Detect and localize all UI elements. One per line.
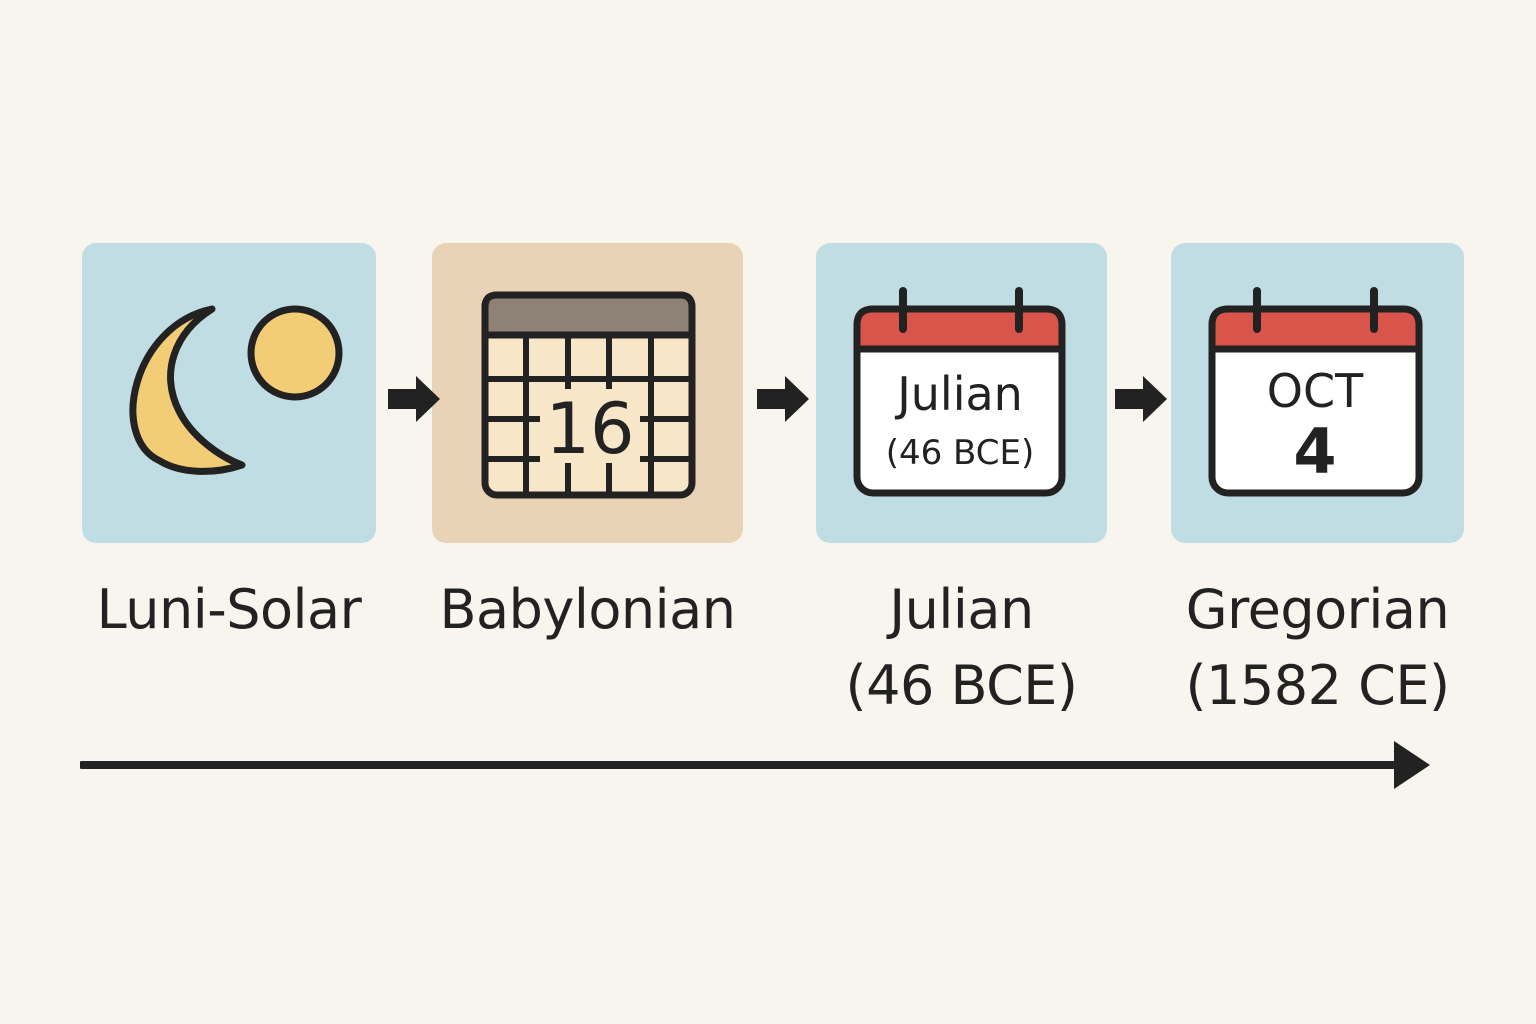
timeline-arrow-icon <box>80 741 1430 789</box>
arrow-right-icon <box>757 376 809 422</box>
stage-tile-luni-solar <box>82 243 376 543</box>
moon-sun-illustration <box>129 305 343 475</box>
calendar-month: OCT <box>1267 364 1364 418</box>
calendar-line-2: (46 BCE) <box>886 433 1035 473</box>
stage-label-babylonian: Babylonian <box>422 572 753 648</box>
arrow-right-icon <box>1115 376 1167 422</box>
calendar-icon: OCT 4 <box>1208 287 1423 497</box>
stage-tile-julian: Julian (46 BCE) <box>816 243 1107 543</box>
calendar-day: 4 <box>1293 415 1336 488</box>
stage-label-luni-solar: Luni-Solar <box>62 572 396 648</box>
stage-tile-babylonian: 16 <box>432 243 743 543</box>
stage-label-line: (46 BCE) <box>845 654 1078 717</box>
sun-icon <box>247 305 343 401</box>
stage-label-julian: Julian (46 BCE) <box>806 572 1117 724</box>
calendar-line-1: Julian <box>894 367 1023 421</box>
arrow-right-icon <box>388 376 440 422</box>
stage-label-line: Julian <box>889 578 1034 641</box>
calendar-number: 16 <box>545 388 634 470</box>
calendar-icon: Julian (46 BCE) <box>853 287 1066 497</box>
stage-label-gregorian: Gregorian (1582 CE) <box>1141 572 1494 724</box>
grid-calendar-icon: 16 <box>481 291 696 499</box>
stage-tile-gregorian: OCT 4 <box>1171 243 1464 543</box>
stage-label-line: Babylonian <box>439 578 736 641</box>
stage-label-line: Gregorian <box>1185 578 1450 641</box>
stage-label-line: Luni-Solar <box>96 578 362 641</box>
stage-label-line: (1582 CE) <box>1185 654 1450 717</box>
crescent-moon-icon <box>129 305 246 475</box>
